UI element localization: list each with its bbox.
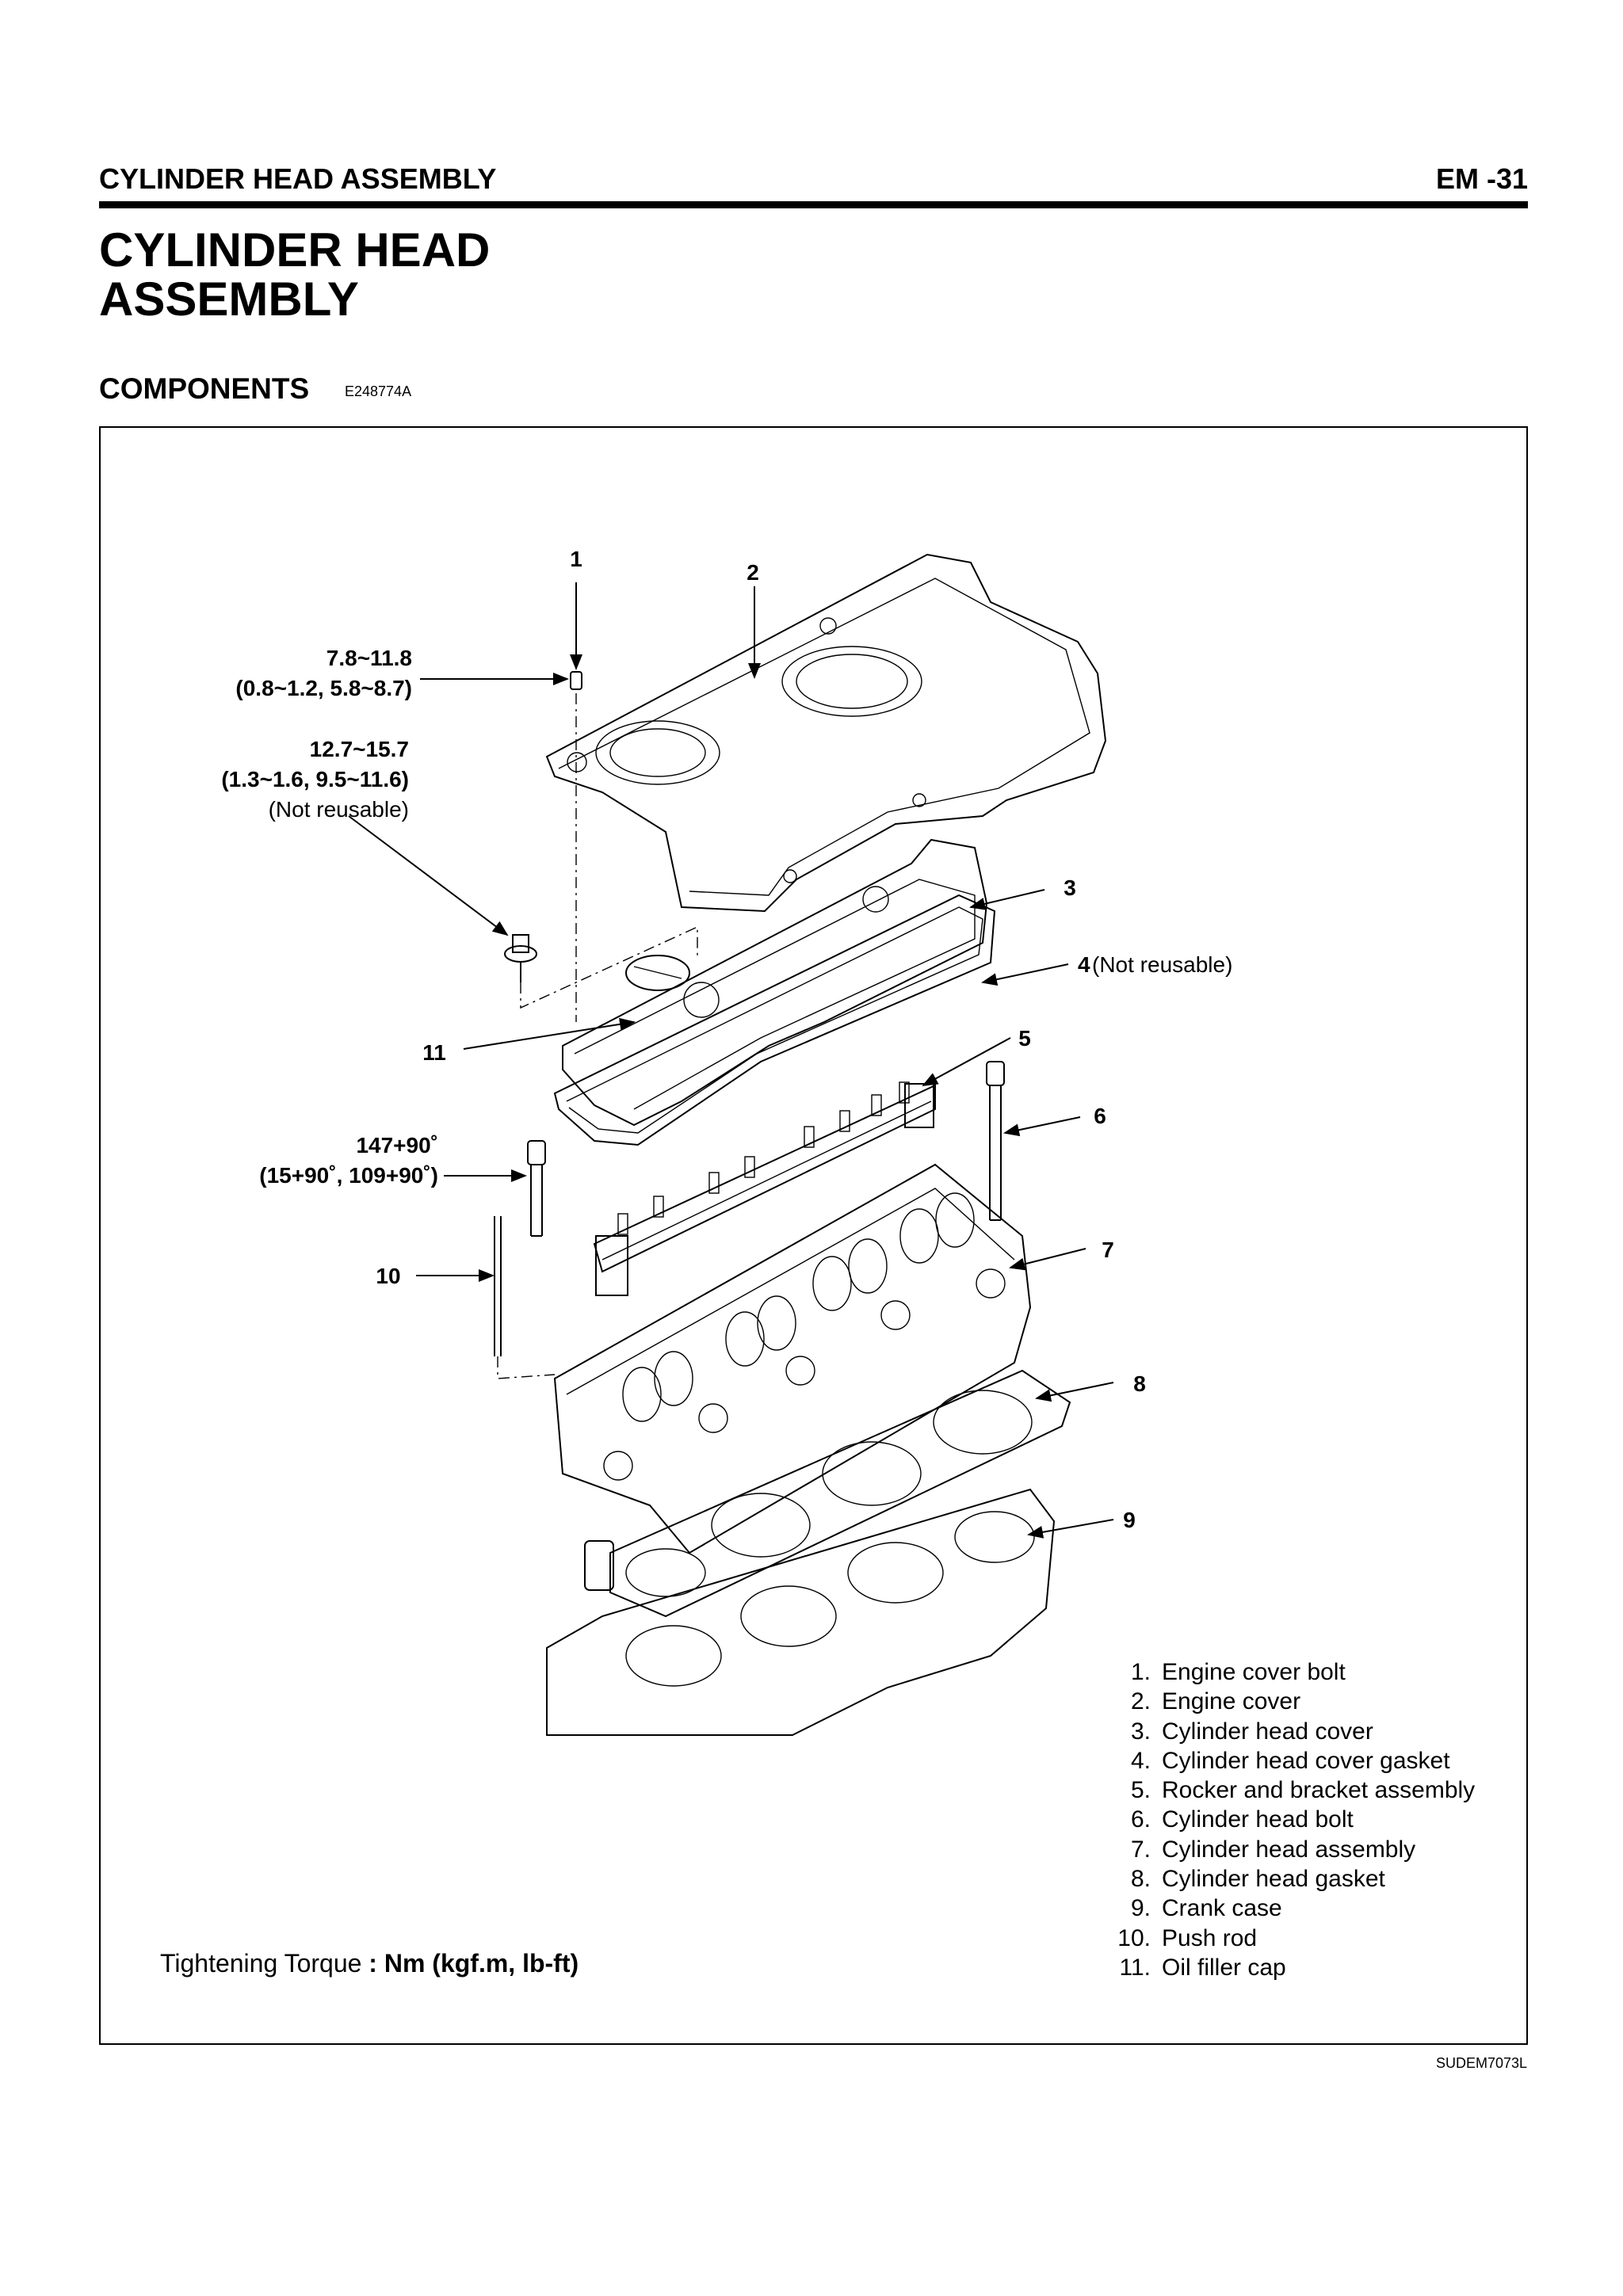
cylinder-head-cover-drawing bbox=[553, 838, 996, 1146]
torque-3-line2: (15+90˚, 109+90˚) bbox=[259, 1163, 438, 1188]
push-rod-drawing bbox=[494, 1216, 556, 1379]
legend-item: 1.Engine cover bolt bbox=[1130, 1659, 1346, 1685]
legend-item: 10.Push rod bbox=[1117, 1924, 1258, 1951]
callout-4: 4 bbox=[1078, 952, 1090, 977]
torque-1-line1: 7.8~11.8 bbox=[327, 646, 412, 670]
engine-cover-bolt-drawing bbox=[570, 671, 582, 1022]
cylinder-head-assembly-drawing bbox=[553, 1163, 1032, 1554]
callout-8: 8 bbox=[1133, 1371, 1146, 1396]
engine-cover-drawing bbox=[545, 553, 1107, 913]
callout-5: 5 bbox=[1018, 1026, 1031, 1051]
callout-4-note: (Not reusable) bbox=[1092, 952, 1232, 977]
callout-1: 1 bbox=[570, 547, 582, 571]
cover-bolt-with-washer-drawing bbox=[504, 925, 698, 1009]
legend-item: 8.Cylinder head gasket bbox=[1130, 1866, 1385, 1893]
cylinder-head-gasket-drawing bbox=[609, 1369, 1071, 1618]
torque-note-unit: : Nm (kgf.m, lb-ft) bbox=[369, 1949, 579, 1978]
legend-item: 4.Cylinder head cover gasket bbox=[1130, 1747, 1450, 1774]
page-title-line2: ASSEMBLY bbox=[99, 273, 359, 326]
legend-item: 11.Oil filler cap bbox=[1119, 1954, 1286, 1981]
callout-6: 6 bbox=[1094, 1104, 1106, 1128]
oil-filler-cap-drawing bbox=[625, 955, 690, 991]
callout-3: 3 bbox=[1064, 875, 1076, 900]
header-page-number: EM -31 bbox=[1435, 162, 1528, 195]
crank-case-drawing bbox=[546, 1488, 1056, 1736]
legend-item: 5.Rocker and bracket assembly bbox=[1130, 1777, 1476, 1804]
rocker-bracket-assembly-drawing bbox=[593, 1081, 936, 1296]
header-rule bbox=[99, 201, 1528, 208]
figure-code: SUDEM7073L bbox=[1435, 2055, 1527, 2071]
torque-2-line1: 12.7~15.7 bbox=[310, 737, 409, 761]
callout-2: 2 bbox=[747, 560, 759, 585]
torque-2-line2: (1.3~1.6, 9.5~11.6) bbox=[221, 767, 409, 791]
torque-note-label: Tightening Torque bbox=[160, 1949, 362, 1978]
legend-item: 2.Engine cover bbox=[1130, 1688, 1301, 1715]
header-section-title: CYLINDER HEAD ASSEMBLY bbox=[99, 162, 497, 195]
callout-10: 10 bbox=[376, 1264, 400, 1288]
legend-item: 9.Crank case bbox=[1130, 1895, 1282, 1922]
page-title-line1: CYLINDER HEAD bbox=[99, 223, 491, 277]
callout-9: 9 bbox=[1123, 1508, 1136, 1532]
legend-item: 7.Cylinder head assembly bbox=[1130, 1836, 1416, 1863]
cylinder-head-bolt-drawing bbox=[527, 1061, 1005, 1237]
torque-1-line2: (0.8~1.2, 5.8~8.7) bbox=[235, 676, 412, 700]
torque-3-line1: 147+90˚ bbox=[356, 1133, 438, 1158]
components-heading: COMPONENTS bbox=[99, 372, 310, 405]
component-legend: 1.Engine cover bolt 2.Engine cover 3.Cyl… bbox=[1100, 1657, 1475, 1982]
tightening-torque-note: Tightening Torque : Nm (kgf.m, lb-ft) bbox=[160, 1949, 579, 1978]
callout-11: 11 bbox=[422, 1040, 446, 1065]
legend-item: 3.Cylinder head cover bbox=[1130, 1718, 1373, 1745]
callout-7: 7 bbox=[1102, 1238, 1114, 1262]
diagram-frame bbox=[99, 426, 1528, 2045]
legend-item: 6.Cylinder head bolt bbox=[1130, 1806, 1354, 1833]
torque-2-line3: (Not reusable) bbox=[269, 797, 409, 822]
page-title: CYLINDER HEAD ASSEMBLY bbox=[99, 226, 490, 324]
components-code: E248774A bbox=[345, 383, 412, 399]
leader-lines bbox=[348, 582, 1114, 1539]
